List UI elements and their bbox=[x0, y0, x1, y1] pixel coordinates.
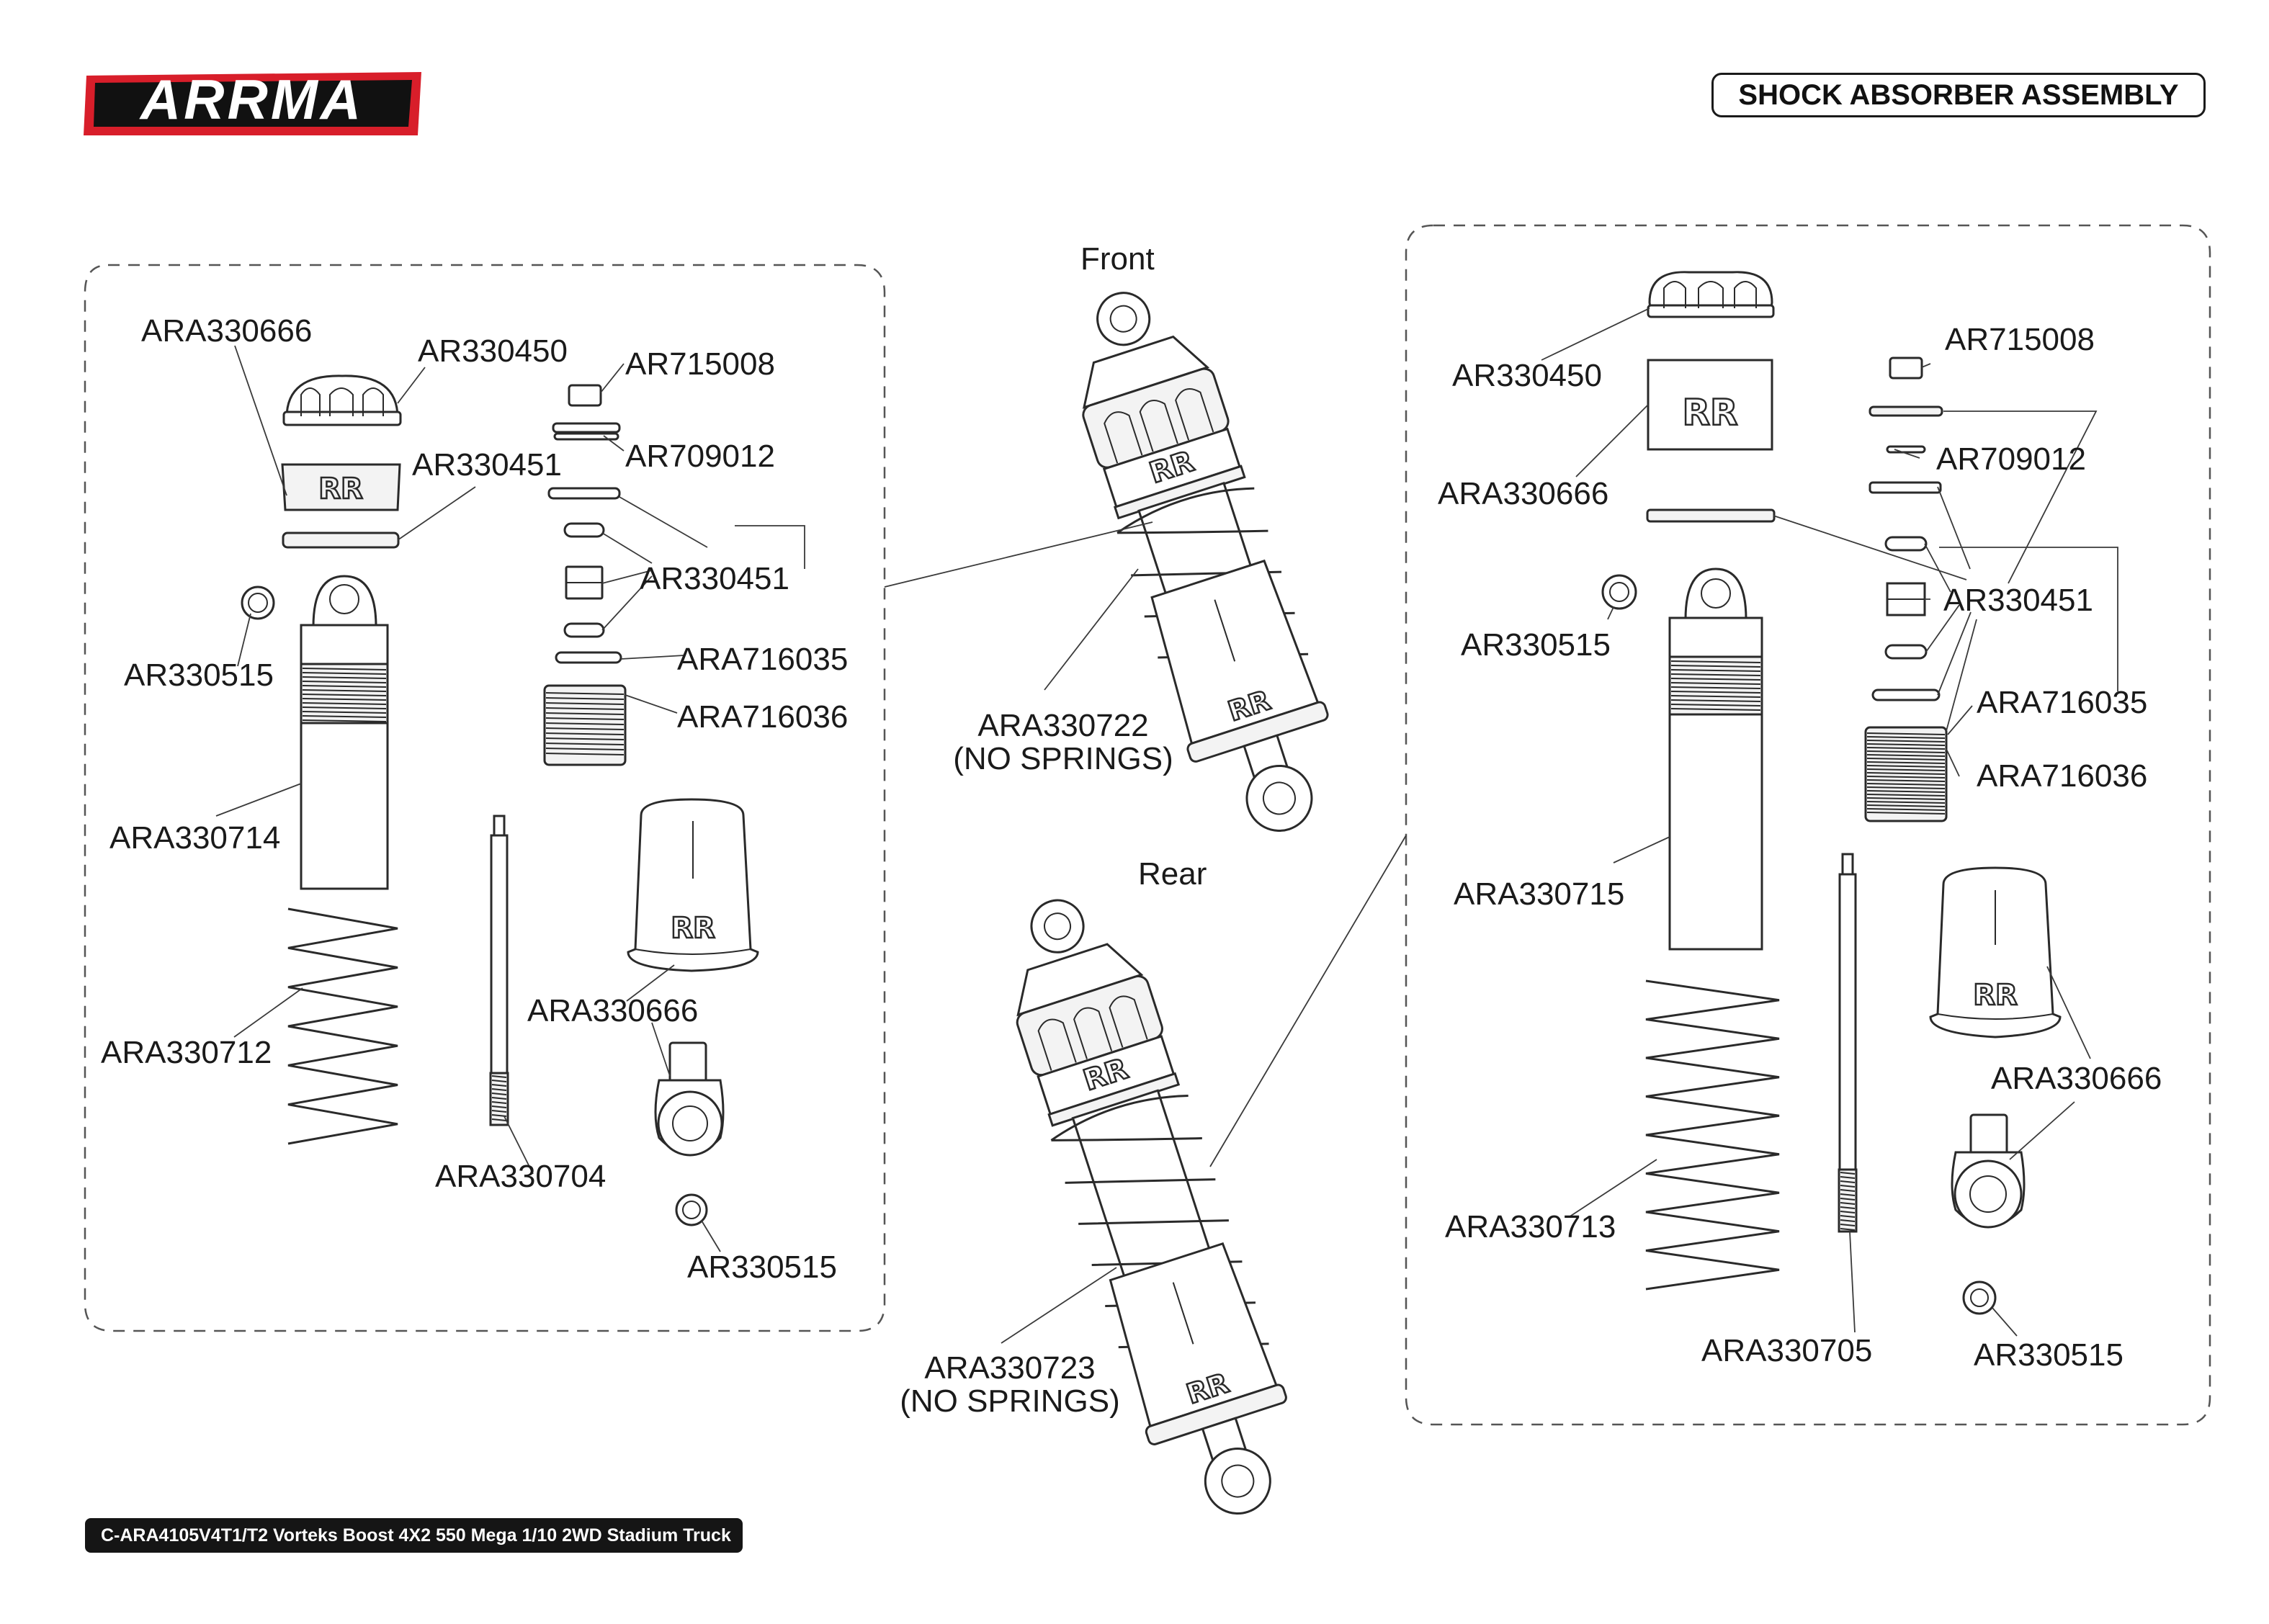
label-front-cap-top: ARA330666 bbox=[141, 313, 312, 349]
arrma-logo: ARRMA bbox=[84, 68, 421, 135]
rear-rod-end-part bbox=[1951, 1113, 2026, 1229]
logo-text: ARRMA bbox=[139, 68, 364, 131]
label-front-nut: AR715008 bbox=[625, 346, 775, 382]
rear-spring-part bbox=[1645, 979, 1780, 1291]
label-rear-seals: AR330451 bbox=[1943, 583, 2093, 618]
svg-text:RR: RR bbox=[671, 912, 715, 945]
rear-nut-part bbox=[1889, 356, 1923, 380]
rear-body-part bbox=[1668, 567, 1763, 951]
front-washer-part bbox=[552, 422, 621, 441]
label-front-bushing-top: AR330515 bbox=[124, 658, 274, 693]
svg-text:RR: RR bbox=[1973, 979, 2018, 1012]
front-end-cup-part: RR bbox=[627, 798, 759, 972]
heading-front: Front bbox=[1080, 241, 1155, 277]
label-rear-body: ARA330715 bbox=[1454, 876, 1624, 912]
front-assembled-shock: RR RR bbox=[1082, 292, 1329, 832]
label-rear-assembly-note: (NO SPRINGS) bbox=[900, 1383, 1120, 1419]
label-front-body: ARA330714 bbox=[109, 820, 280, 856]
label-rear-shaft: ARA330705 bbox=[1701, 1333, 1872, 1368]
front-cap-part bbox=[282, 374, 402, 426]
label-front-washer: AR709012 bbox=[625, 439, 775, 474]
rear-cap-top-part: RR bbox=[1647, 359, 1773, 451]
label-rear-assembly: ARA330723 bbox=[924, 1350, 1095, 1386]
label-rear-bushing-top: AR330515 bbox=[1461, 627, 1611, 663]
rear-collar-part bbox=[1864, 726, 1948, 822]
rear-seal-stack bbox=[1869, 481, 1942, 701]
front-bushing-top-part bbox=[241, 586, 275, 620]
front-shaft-part bbox=[489, 815, 509, 1126]
label-rear-bushing-bottom: AR330515 bbox=[1974, 1337, 2123, 1373]
label-rear-washer: AR709012 bbox=[1936, 441, 2086, 477]
svg-text:RR: RR bbox=[1682, 392, 1737, 434]
front-seal-ring-part bbox=[282, 531, 400, 549]
rear-kit-frame bbox=[1405, 224, 2211, 1426]
label-front-shaft: ARA330704 bbox=[435, 1159, 606, 1194]
label-rear-cap: AR330450 bbox=[1452, 358, 1602, 393]
label-front-oring-b: ARA716036 bbox=[677, 699, 848, 735]
rear-kit-labels: AR330450 AR715008 ARA330666 AR709012 AR3… bbox=[1438, 322, 2162, 1373]
rear-kit-leaders bbox=[1541, 308, 2118, 1337]
label-front-assembly: ARA330722 bbox=[977, 708, 1148, 743]
label-front-cap: AR330450 bbox=[418, 333, 568, 369]
label-front-spring: ARA330712 bbox=[101, 1035, 272, 1070]
rear-bushing-bottom-part bbox=[1962, 1280, 1997, 1315]
label-front-oring-a: ARA716035 bbox=[677, 642, 848, 677]
front-kit-frame bbox=[84, 264, 886, 1332]
label-rear-oring-a: ARA716035 bbox=[1977, 685, 2147, 720]
front-kit-leaders bbox=[215, 345, 805, 1252]
rear-assembled-shock: RR RR bbox=[1016, 899, 1287, 1515]
label-front-end-cup: ARA330666 bbox=[527, 993, 698, 1028]
rear-end-cup-part: RR bbox=[1929, 866, 2062, 1038]
label-rear-oring-b: ARA716036 bbox=[1977, 758, 2147, 794]
rear-cap-part bbox=[1647, 271, 1775, 318]
front-spring-part bbox=[287, 907, 398, 1145]
front-seal-stack bbox=[547, 487, 622, 664]
label-rear-cap-top: ARA330666 bbox=[1438, 476, 1608, 511]
front-cap-top-part: RR bbox=[281, 463, 401, 511]
model-footer: C-ARA4105V4T1/T2 Vorteks Boost 4X2 550 M… bbox=[85, 1518, 743, 1553]
label-rear-spring: ARA330713 bbox=[1445, 1209, 1616, 1244]
label-rear-end-cup: ARA330666 bbox=[1991, 1061, 2162, 1096]
front-rod-end-part bbox=[654, 1041, 725, 1157]
heading-rear: Rear bbox=[1138, 856, 1207, 892]
front-body-part bbox=[300, 575, 389, 890]
page-title: SHOCK ABSORBER ASSEMBLY bbox=[1711, 73, 2206, 117]
label-front-bushing-bottom: AR330515 bbox=[687, 1250, 837, 1285]
label-front-seal-ring: AR330451 bbox=[412, 447, 562, 483]
label-rear-nut: AR715008 bbox=[1945, 322, 2095, 357]
label-front-assembly-note: (NO SPRINGS) bbox=[953, 741, 1173, 776]
label-front-seals: AR330451 bbox=[640, 561, 789, 596]
front-collar-part bbox=[543, 684, 627, 766]
front-nut-part bbox=[568, 384, 602, 407]
rear-bushing-top-part bbox=[1601, 574, 1637, 610]
front-kit-labels: ARA330666 AR330450 AR715008 AR709012 AR3… bbox=[101, 313, 848, 1285]
rear-washer-thin-part bbox=[1886, 445, 1926, 454]
center-labels: Front Rear ARA330722 (NO SPRINGS) ARA330… bbox=[900, 241, 1207, 1419]
front-bushing-bottom-part bbox=[675, 1193, 708, 1226]
rear-seal-ring-part bbox=[1646, 508, 1776, 523]
center-leaders bbox=[884, 521, 1407, 1344]
rear-washer-part bbox=[1869, 405, 1943, 417]
svg-text:RR: RR bbox=[318, 472, 363, 506]
rear-shaft-part bbox=[1838, 853, 1858, 1233]
